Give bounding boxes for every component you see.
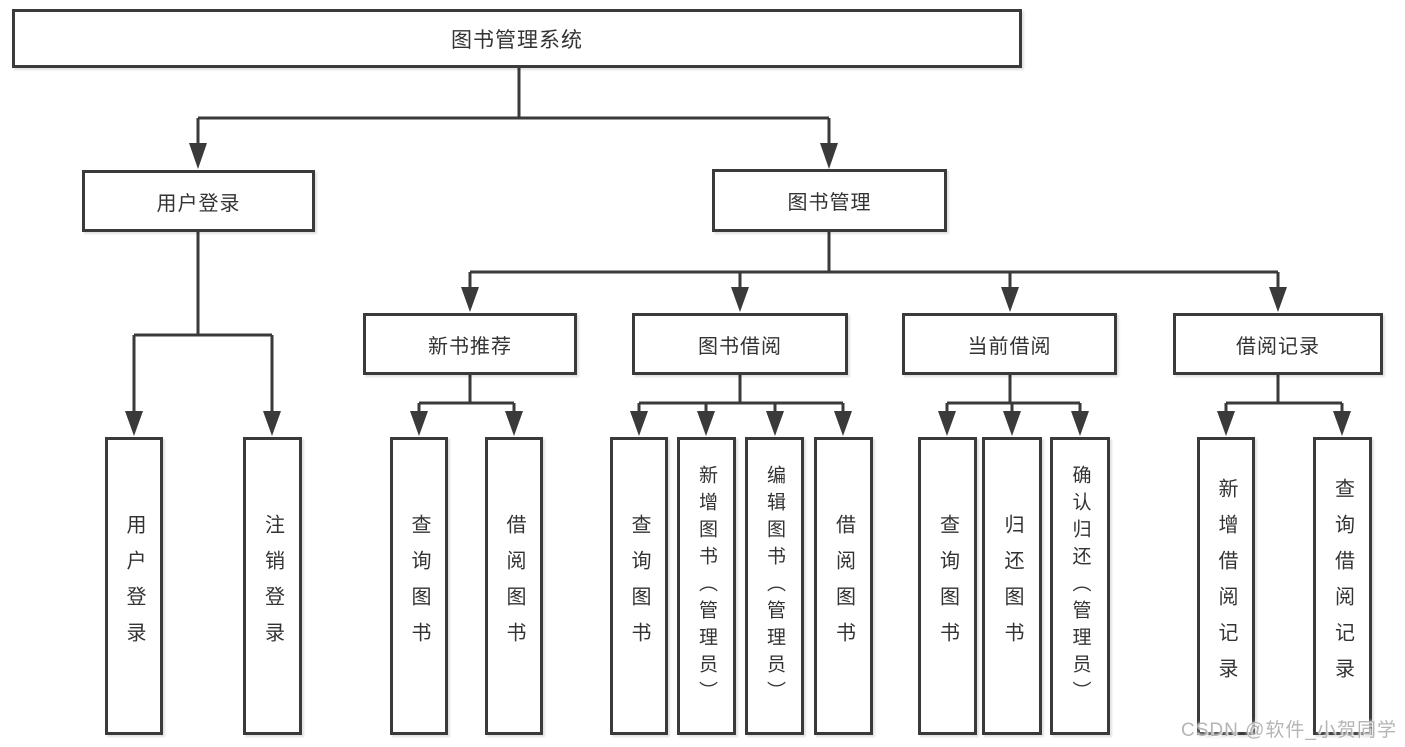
arrowhead [410, 411, 428, 436]
leaf-borrow-books-recommend: 借阅图书 [485, 437, 543, 735]
arrowhead [630, 411, 648, 436]
arrowhead [820, 143, 838, 169]
node-label: 当前借阅 [967, 335, 1052, 358]
arrowhead [1269, 287, 1287, 312]
node-book-management: 图书管理 [712, 169, 947, 232]
node-label: 查询图书 [628, 514, 650, 658]
arrowhead [505, 411, 523, 436]
arrowhead [1001, 287, 1019, 312]
node-label: 图书借阅 [698, 335, 782, 358]
leaf-user-login: 用户登录 [105, 437, 163, 735]
csdn-watermark: CSDN @软件_小贺同学 [1181, 720, 1397, 741]
node-label: 新增借阅记录 [1215, 478, 1237, 694]
node-borrowing-records: 借阅记录 [1173, 313, 1383, 375]
node-label: 用户登录 [123, 514, 145, 658]
leaf-add-borrow-record: 新增借阅记录 [1197, 437, 1255, 735]
arrowhead [189, 143, 207, 169]
node-label: 确认归还（管理员） [1069, 464, 1091, 708]
node-label: 新增图书（管理员） [696, 464, 717, 708]
node-label: 注销登录 [261, 514, 284, 658]
arrowhead [263, 411, 281, 436]
arrowhead [461, 287, 479, 312]
leaf-query-books-borrowing: 查询图书 [610, 437, 668, 735]
node-label: 编辑图书（管理员） [764, 464, 785, 708]
leaf-logout: 注销登录 [243, 437, 302, 735]
leaf-edit-books-admin: 编辑图书（管理员） [745, 437, 804, 735]
leaf-add-books-admin: 新增图书（管理员） [677, 437, 736, 735]
node-label: 借阅图书 [832, 514, 855, 658]
arrowhead [766, 411, 784, 436]
node-label: 用户登录 [156, 192, 241, 215]
leaf-borrow-books-borrowing: 借阅图书 [814, 437, 873, 735]
node-label: 图书管理 [787, 192, 872, 214]
arrowhead [697, 411, 715, 436]
node-new-book-recommendation: 新书推荐 [363, 313, 577, 375]
node-label: 图书管理系统 [451, 28, 583, 52]
node-book-borrowing: 图书借阅 [632, 313, 848, 375]
leaf-return-books: 归还图书 [982, 437, 1042, 735]
node-current-borrowing: 当前借阅 [902, 313, 1117, 375]
node-label: 查询图书 [936, 514, 959, 658]
node-library-management-system: 图书管理系统 [12, 9, 1022, 68]
node-label: 归还图书 [1001, 514, 1023, 658]
leaf-confirm-return-admin: 确认归还（管理员） [1050, 437, 1110, 735]
node-label: 借阅图书 [503, 514, 525, 658]
arrowhead [938, 411, 956, 436]
leaf-query-borrow-record: 查询借阅记录 [1313, 437, 1372, 735]
arrowhead [834, 411, 852, 436]
node-user-login: 用户登录 [82, 170, 315, 232]
node-label: 查询借阅记录 [1331, 478, 1354, 694]
arrowhead [125, 411, 143, 436]
leaf-query-books-recommend: 查询图书 [390, 437, 448, 735]
node-label: 新书推荐 [428, 335, 512, 358]
arrowhead [1217, 411, 1235, 436]
arrowhead [731, 287, 749, 312]
arrowhead [1003, 411, 1021, 436]
node-label: 借阅记录 [1236, 335, 1320, 358]
arrowhead [1333, 411, 1351, 436]
node-label: 查询图书 [408, 514, 430, 658]
leaf-query-books-current: 查询图书 [918, 437, 977, 735]
arrowhead [1071, 411, 1089, 436]
